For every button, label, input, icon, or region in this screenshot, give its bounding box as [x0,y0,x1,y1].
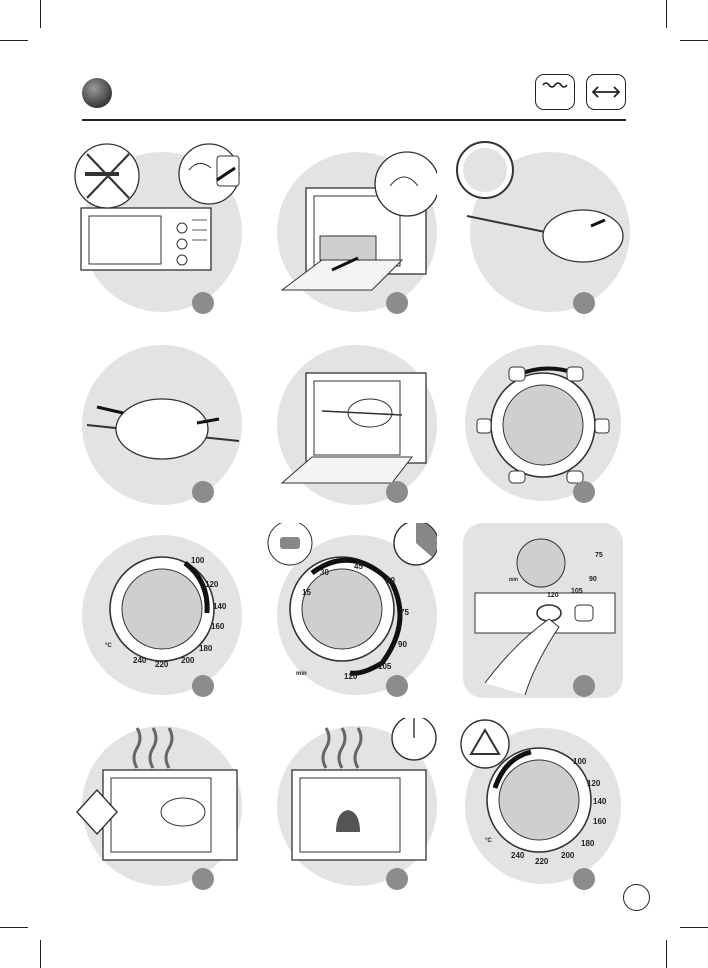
step-1-panel [67,140,242,315]
page-number-circle [623,884,650,911]
timer-tick: 120 [344,672,358,681]
step-10-panel [67,718,242,893]
step-5-panel [262,333,437,508]
timer-unit: min [296,671,307,677]
step-number-marker [192,481,214,503]
temp-tick: 160 [593,817,607,826]
temp-tick: 240 [133,656,147,665]
step-number-marker [386,675,408,697]
crop-mark [666,0,667,28]
step-12-panel: 100 120 140 160 180 200 220 240 °C [455,718,630,893]
step-number-marker [386,292,408,314]
temp-tick: 180 [581,839,595,848]
rotisserie-icon [586,74,626,110]
step-4-panel [67,333,242,508]
step-number-marker [573,675,595,697]
temp-tick: 160 [211,622,225,631]
temp-tick: 140 [593,797,607,806]
step-number-marker [386,868,408,890]
timer-tick: 90 [398,640,407,649]
step-number-marker [192,292,214,314]
step-11-panel [262,718,437,893]
step-8-panel: 15 30 45 60 75 90 105 120 min [262,523,437,698]
closeup-tick: 105 [571,588,583,595]
step-number-marker [573,292,595,314]
temp-tick: 120 [205,580,219,589]
top-heat-icon [535,74,575,110]
step-number-marker [573,481,595,503]
closeup-tick: 120 [547,592,559,599]
timer-tick: 105 [378,662,392,671]
step-number-marker [573,868,595,890]
temp-tick: 200 [181,656,195,665]
temp-unit: °C [485,838,492,844]
timer-tick: 75 [400,608,409,617]
closeup-tick: 75 [595,552,603,559]
step-number-marker [192,868,214,890]
temp-tick: 220 [155,660,169,669]
step-number-marker [386,481,408,503]
temp-tick: 200 [561,851,575,860]
timer-tick: 30 [320,568,329,577]
crop-mark [40,0,41,28]
temp-unit: °C [105,643,112,649]
temp-tick: 240 [511,851,525,860]
temp-tick: 100 [573,757,587,766]
step-number-marker [192,675,214,697]
step-3-panel [455,140,630,315]
step-6-panel [455,333,630,508]
header-rule [82,119,626,121]
crop-mark [666,940,667,968]
crop-mark [40,940,41,968]
closeup-tick: 90 [589,576,597,583]
step-9-panel: 120 105 90 75 min [455,523,630,698]
timer-tick: 15 [302,588,311,597]
temp-tick: 120 [587,779,601,788]
temp-tick: 220 [535,857,549,866]
temp-tick: 180 [199,644,213,653]
section-bullet [82,78,112,108]
step-2-panel [262,140,437,315]
crop-mark [680,927,708,928]
temp-tick: 100 [191,556,205,565]
step-7-panel: 100 120 140 160 180 200 220 240 °C [67,523,242,698]
timer-tick: 45 [354,562,363,571]
crop-mark [680,40,708,41]
timer-tick: 60 [386,576,395,585]
crop-mark [0,927,28,928]
temp-tick: 140 [213,602,227,611]
closeup-unit: min [509,577,518,583]
crop-mark [0,40,28,41]
